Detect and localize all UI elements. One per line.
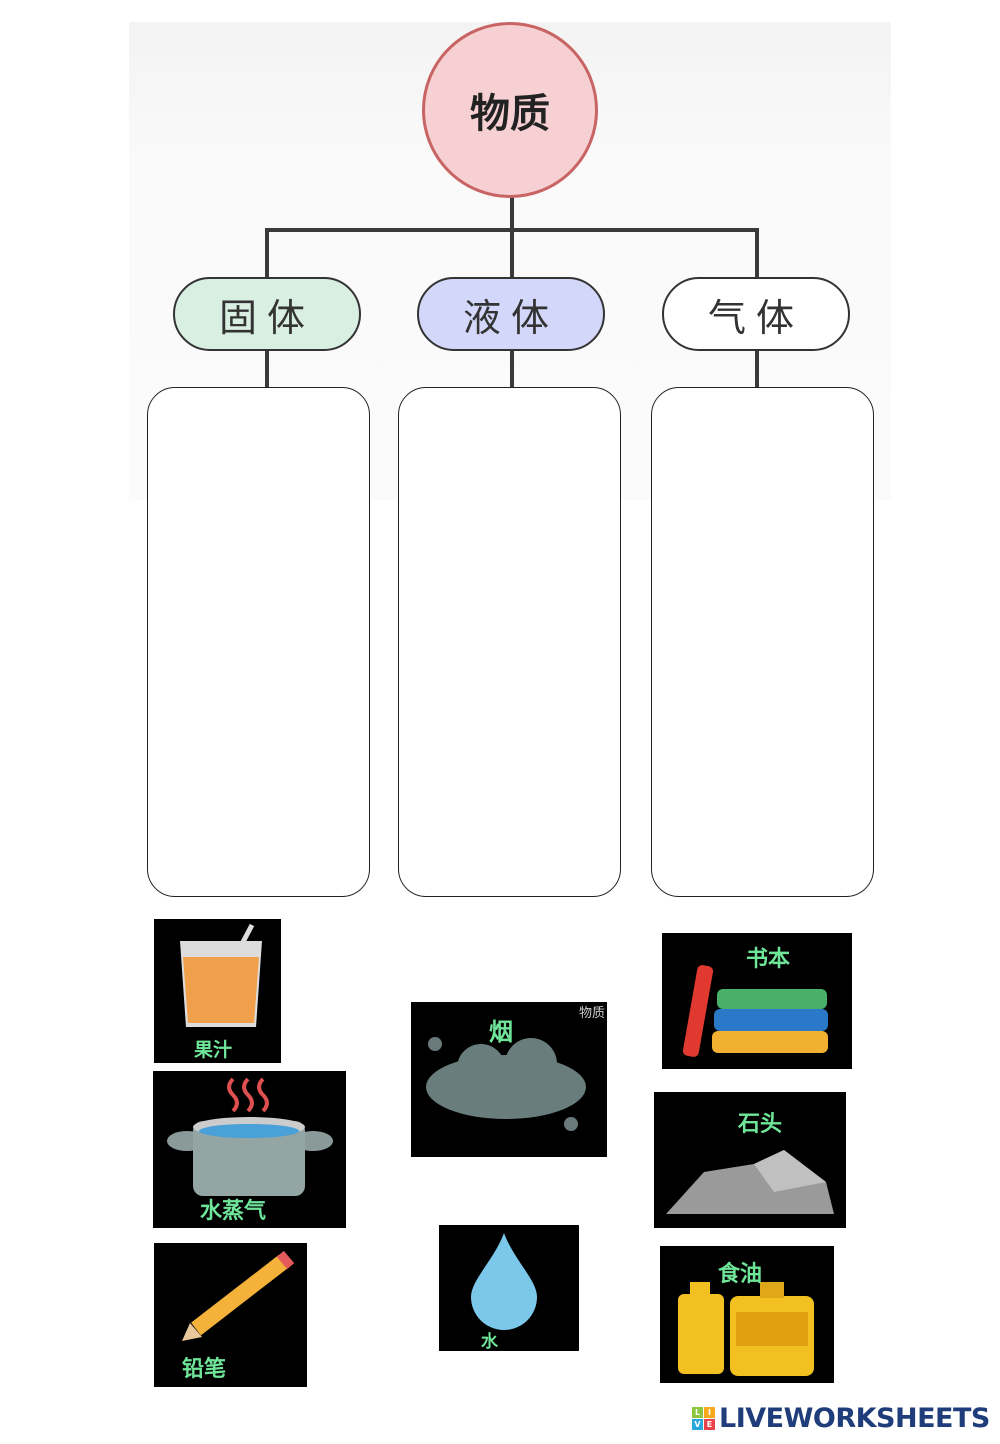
category-gas: 气体 (662, 277, 850, 351)
connector (510, 350, 514, 388)
books-icon (682, 965, 828, 1057)
card-label: 石头 (738, 1112, 783, 1137)
card-label: 水蒸气 (200, 1199, 267, 1224)
card-juice[interactable]: 果汁 (154, 919, 281, 1063)
pencil-icon (182, 1250, 295, 1341)
card-label: 烟 (489, 1018, 513, 1046)
connector (265, 350, 269, 388)
connector (265, 228, 269, 278)
drop-zone-solid[interactable] (147, 387, 370, 897)
card-books[interactable]: 书本 (662, 933, 852, 1069)
card-oil[interactable]: 食油 (660, 1246, 834, 1383)
card-steam[interactable]: 水蒸气 (153, 1071, 346, 1228)
category-solid: 固体 (173, 277, 361, 351)
stone-icon (666, 1150, 834, 1214)
juice-icon (180, 923, 262, 1027)
card-label: 食油 (718, 1262, 763, 1287)
drop-zone-gas[interactable] (651, 387, 874, 897)
card-stone[interactable]: 石头 (654, 1092, 846, 1228)
connector (265, 228, 759, 232)
card-label: 书本 (746, 947, 791, 972)
card-smoke[interactable]: 烟 物质 (411, 1002, 607, 1157)
card-label: 铅笔 (182, 1357, 227, 1382)
steam-pot-icon (167, 1077, 333, 1196)
card-label: 水 (481, 1332, 498, 1351)
card-corner-text: 物质 (578, 1006, 605, 1021)
smoke-cloud-icon (426, 1037, 586, 1131)
connector (510, 196, 514, 278)
drop-zone-liquid[interactable] (398, 387, 621, 897)
connector (755, 228, 759, 278)
connector (755, 350, 759, 388)
water-drop-icon (471, 1233, 537, 1330)
card-water[interactable]: 水 (439, 1225, 579, 1351)
root-node-matter: 物质 (422, 22, 598, 198)
category-liquid: 液体 (417, 277, 605, 351)
card-pencil[interactable]: 铅笔 (154, 1243, 307, 1387)
logo-text: LIVEWORKSHEETS (719, 1403, 990, 1434)
oil-bottles-icon (678, 1282, 814, 1376)
card-label: 果汁 (194, 1039, 233, 1061)
